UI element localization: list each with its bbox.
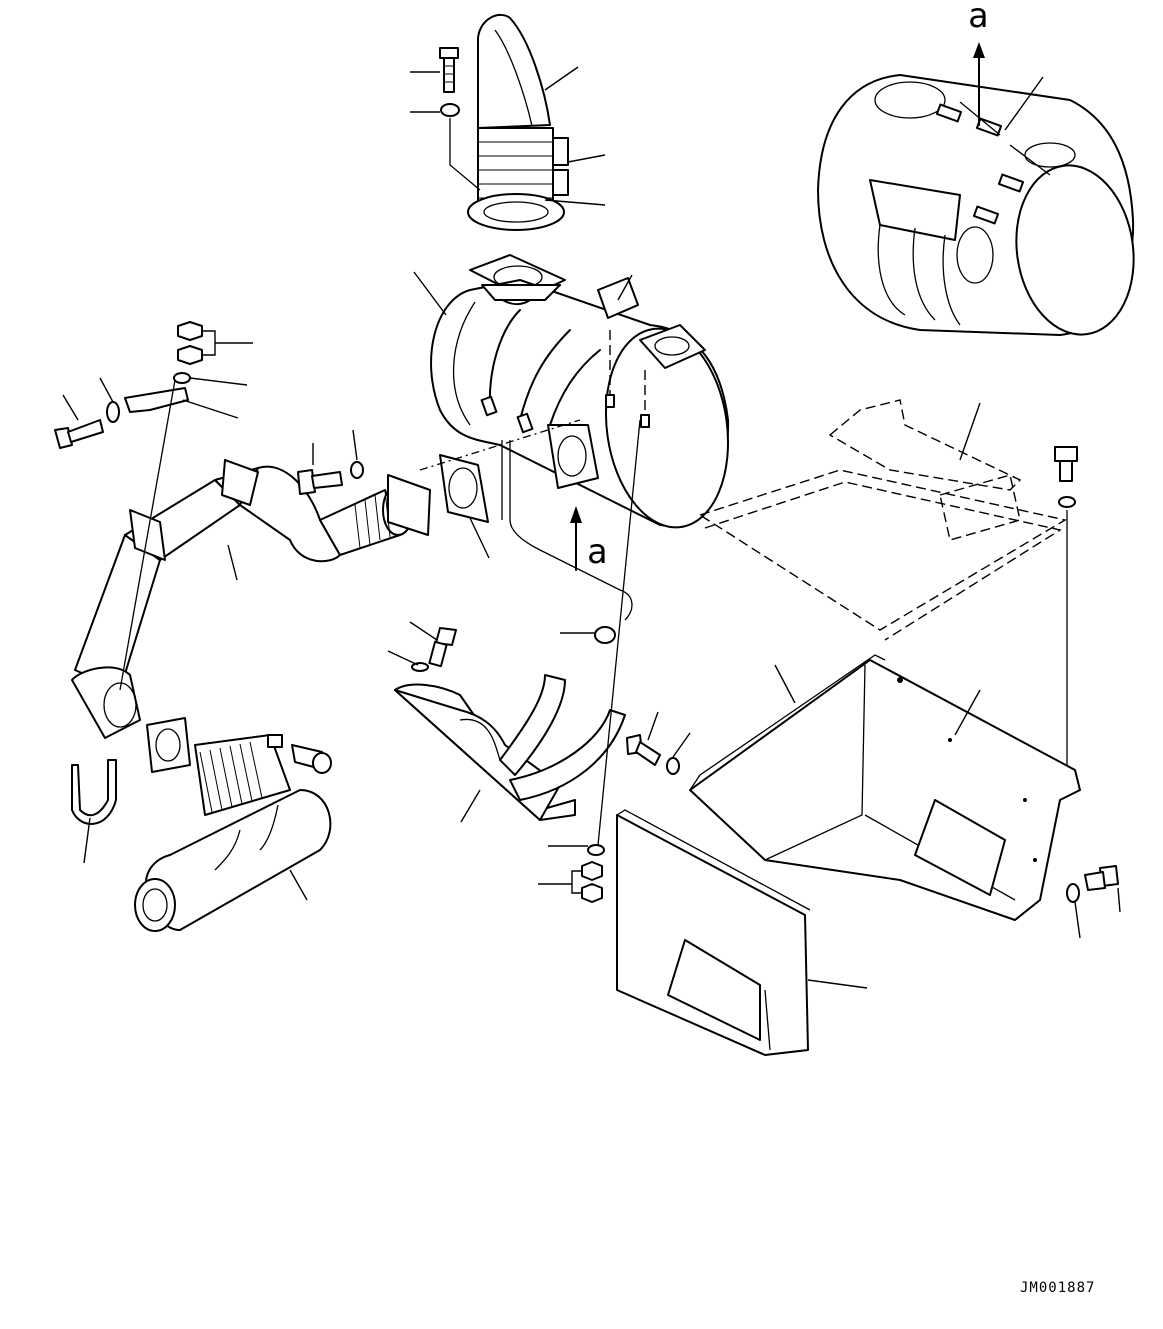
washer-lower — [587, 844, 605, 856]
insulation-panel — [616, 809, 811, 1056]
lower-tailpipe — [134, 717, 332, 932]
gasket-mid — [439, 454, 489, 523]
nuts-left — [177, 321, 203, 365]
base-plate-dashed — [698, 399, 1067, 641]
heat-shield-cover — [689, 654, 1081, 921]
view-label-side: a — [587, 532, 607, 572]
washer-top — [440, 103, 460, 117]
bolt-shield-left — [626, 734, 661, 766]
bolt-right — [1054, 446, 1078, 482]
exhaust-elbow-stack — [467, 13, 569, 231]
muffler-shroud — [394, 674, 626, 821]
callout-leaders — [62, 66, 1121, 989]
drawing-code: JM001887 — [1020, 1280, 1095, 1296]
washer-shield-left — [666, 757, 680, 775]
washer-shroud — [411, 662, 429, 672]
bolt-shield-right — [1084, 865, 1119, 891]
bolt-shroud — [428, 627, 457, 668]
exhaust-pipe-assembly — [71, 459, 431, 739]
washer-left-2 — [106, 401, 120, 423]
washer-left — [173, 372, 191, 384]
bolt-left — [54, 419, 104, 449]
nuts-lower — [581, 861, 603, 903]
grommet — [594, 626, 616, 644]
muffler-view-a — [817, 42, 1135, 336]
muffler-main — [430, 277, 730, 571]
clamp-u — [71, 759, 117, 825]
bolt-mid — [297, 469, 343, 495]
washer-right — [1058, 496, 1076, 508]
washer-shield-right — [1066, 883, 1080, 903]
bolt-top — [439, 47, 459, 93]
view-label-top: a — [968, 0, 988, 36]
bolt-lower — [267, 734, 332, 774]
bracket-left — [124, 387, 189, 413]
washer-mid — [350, 461, 364, 479]
